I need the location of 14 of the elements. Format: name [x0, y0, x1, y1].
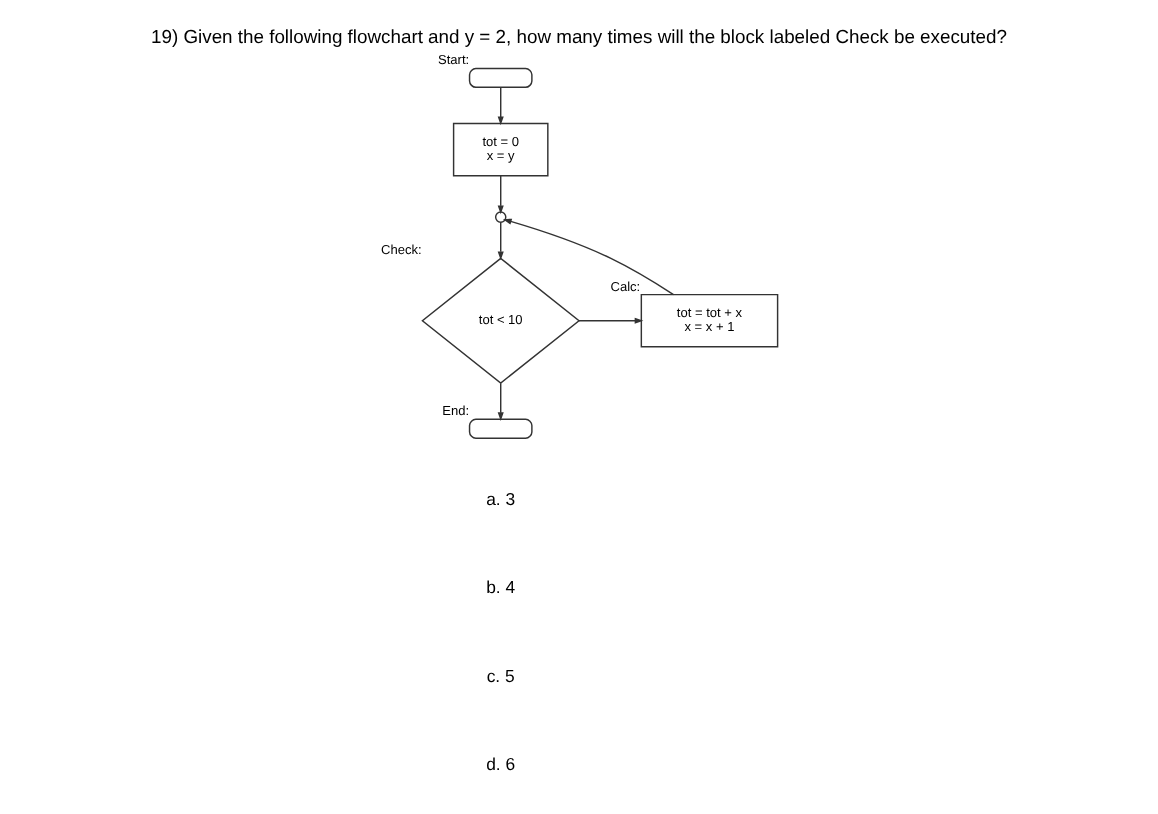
arrow [497, 175, 504, 215]
node-terminal [468, 418, 533, 439]
node-terminal [468, 67, 533, 89]
diagram-title: 19) Given the following flowchart and y = 2, how many times will the block labeled Check be executed? [151, 24, 1007, 47]
arrow [502, 218, 675, 296]
label: b. 4 [486, 577, 516, 598]
node-circle [494, 211, 507, 223]
label: a. 3 [486, 489, 516, 509]
arrow [497, 382, 504, 422]
label: c. 5 [486, 665, 515, 686]
arrow [578, 317, 644, 324]
arrow [497, 221, 504, 261]
arrow [497, 87, 504, 126]
label: d. 6 [486, 754, 516, 775]
